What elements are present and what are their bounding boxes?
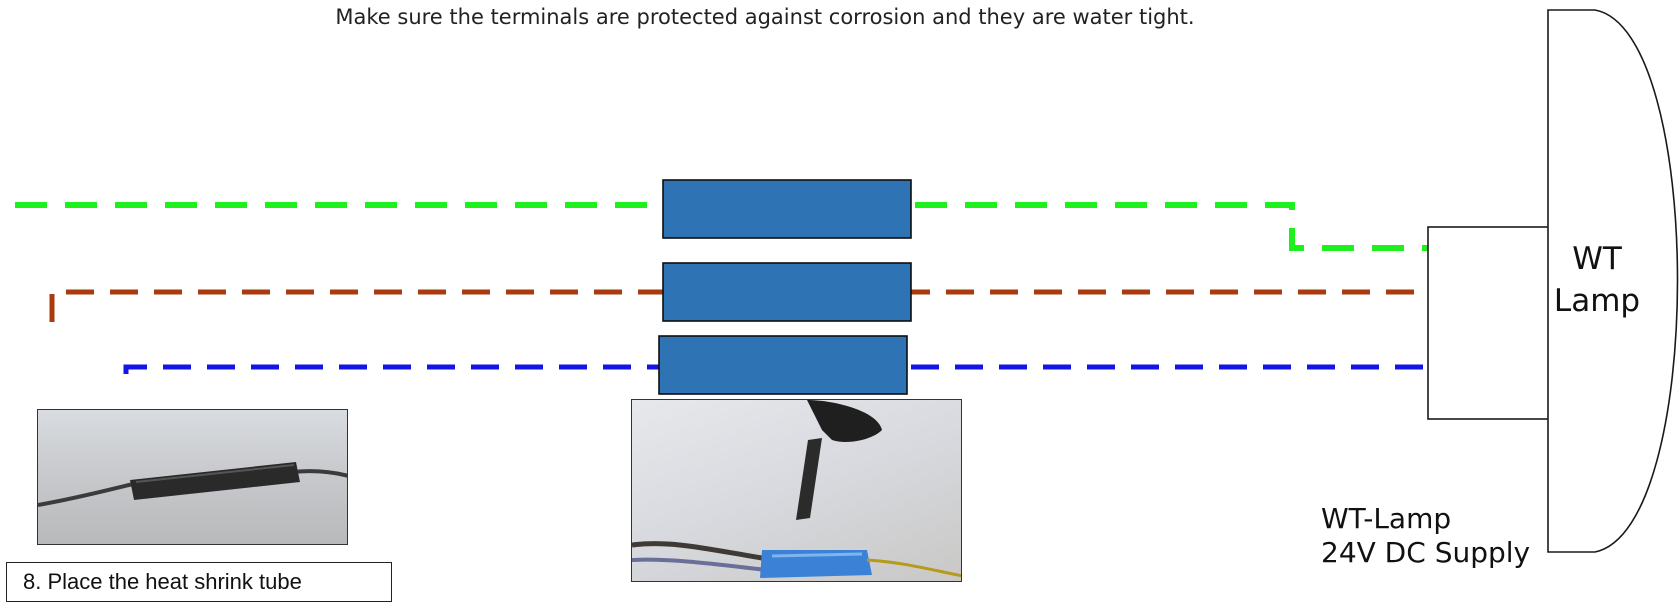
- heat-shrink-tube-brown: [662, 262, 912, 322]
- lamp-label: WT Lamp: [1548, 238, 1646, 322]
- photo-shrunk-tube: [37, 409, 348, 545]
- step-note: 8. Place the heat shrink tube: [6, 562, 392, 602]
- supply-label-line1: WT-Lamp: [1321, 502, 1452, 535]
- heat-shrink-tube-blue: [658, 335, 908, 395]
- blue-wire: [123, 364, 1432, 374]
- photo-heat-gun: [631, 399, 962, 582]
- lamp-shape: [1547, 9, 1679, 553]
- lamp-connector: [1427, 226, 1551, 420]
- supply-label-line2: 24V DC Supply: [1321, 536, 1531, 569]
- wiring-diagram: [15, 9, 1679, 553]
- lamp-label-line1: WT: [1572, 241, 1622, 277]
- instruction-caption: Make sure the terminals are protected ag…: [335, 5, 1195, 29]
- brown-wire: [49, 289, 1428, 322]
- supply-label: WT-Lamp 24V DC Supply: [1321, 502, 1530, 570]
- heat-shrink-tube-green: [662, 179, 912, 239]
- lamp-label-line2: Lamp: [1553, 283, 1641, 319]
